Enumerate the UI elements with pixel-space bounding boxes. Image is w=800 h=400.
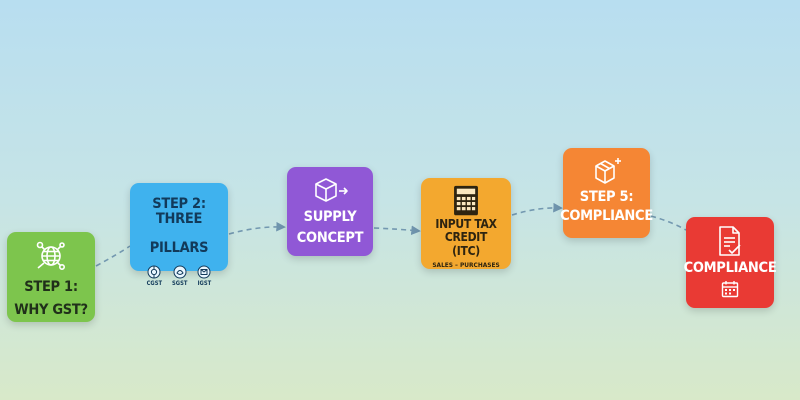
box-arrow-icon: [315, 178, 348, 202]
connector-4-5: [511, 202, 563, 216]
compliance-card[interactable]: Compliance: [683, 217, 777, 308]
supply-concept-card[interactable]: Supply Concept: [287, 167, 373, 256]
connector-2-3: [228, 221, 286, 235]
itc-card[interactable]: Input Tax Credit (ITC) Sales – Purchases: [421, 178, 511, 269]
package-sparkle-icon: [594, 158, 621, 184]
cgst-badge-icon: [147, 265, 161, 279]
connector-5-6: [650, 215, 687, 231]
pillar-list: CGST SGST IGST: [147, 265, 212, 287]
pillar-cgst: CGST: [147, 265, 162, 287]
connector-3-4: [373, 225, 421, 236]
pillar-sgst: SGST: [172, 265, 187, 287]
supply-title-line-2: Concept: [296, 230, 364, 247]
step-5-card[interactable]: Step 5: Compliance: [560, 148, 653, 238]
step-2-card[interactable]: Step 2: Three Pillars CGST SGST: [130, 183, 228, 287]
step-1-card[interactable]: Step 1: Why GST?: [7, 232, 95, 322]
pillar-igst-label: IGST: [197, 280, 212, 287]
connector-1-2: [95, 245, 131, 267]
itc-title-line-2: (ITC): [452, 244, 480, 259]
step-5-title-line-2: Compliance: [560, 208, 653, 225]
step-2-title-line-2: Pillars: [149, 240, 209, 257]
document-check-icon: [719, 226, 741, 256]
supply-title-line-1: Supply: [303, 209, 357, 225]
itc-title-line-1: Input Tax Credit: [435, 217, 497, 244]
pillar-cgst-label: CGST: [146, 280, 163, 287]
globe-gears-icon: [36, 241, 65, 270]
igst-badge-icon: [197, 265, 211, 279]
step-5-title-line-1: Step 5:: [579, 189, 634, 205]
itc-formula: Sales – Purchases: [432, 261, 500, 269]
calendar-icon: [721, 281, 739, 298]
step-2-title-line-1: Step 2: Three: [152, 196, 206, 228]
step-1-title-line-2: Why GST?: [14, 302, 88, 319]
pillar-sgst-label: SGST: [172, 280, 188, 287]
compliance-title: Compliance: [683, 260, 777, 276]
pillar-igst: IGST: [197, 265, 211, 287]
calculator-icon: [454, 185, 478, 216]
step-1-title-line-1: Step 1:: [24, 279, 78, 295]
sgst-badge-icon: [173, 265, 187, 279]
